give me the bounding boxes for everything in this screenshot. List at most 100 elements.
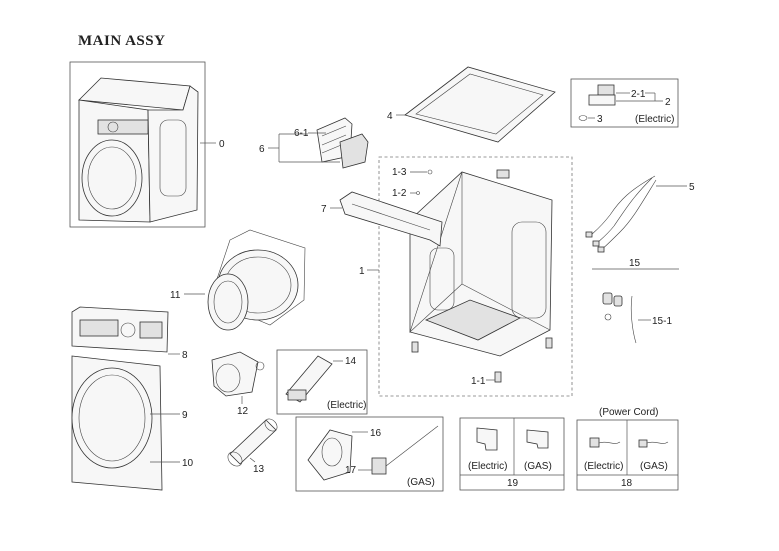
part-18-frame <box>576 419 679 491</box>
dryer-knob <box>107 121 119 133</box>
label-7: 7 <box>321 204 327 215</box>
label-5: 5 <box>689 182 695 193</box>
part-14-frame <box>276 349 368 415</box>
heater-terminal <box>287 389 307 401</box>
cabinet-foot-right <box>545 337 553 349</box>
label-19-electric: (Electric) <box>468 461 507 472</box>
label-2-variant: (Electric) <box>635 114 674 125</box>
label-9: 9 <box>182 410 188 421</box>
front-frame-bar <box>339 191 443 247</box>
label-1-1: 1-1 <box>471 376 486 387</box>
part-1-2-screw <box>416 191 420 195</box>
part-17-valve <box>371 457 387 475</box>
part-1-cabinet-group: 1-3 1-2 1-1 1 <box>359 156 573 397</box>
part-6-group: 6-1 6 <box>259 117 369 169</box>
part-13-duct: 13 <box>227 418 278 475</box>
part-15-fitting <box>602 292 613 305</box>
page-title: MAIN ASSY <box>78 33 166 49</box>
part-9-10-front: 9 10 <box>71 355 194 491</box>
part-5-wire-harness: 5 <box>585 175 695 253</box>
label-1-3: 1-3 <box>392 167 407 178</box>
part-12-blower: 12 <box>211 351 265 417</box>
part-2-1-block <box>597 84 615 96</box>
cabinet-base-plate <box>424 299 521 341</box>
label-19-gas: (GAS) <box>524 461 552 472</box>
label-1: 1 <box>359 266 365 277</box>
part-15-washer <box>604 313 612 321</box>
part-1-1-foot <box>494 371 502 383</box>
label-0: 0 <box>219 139 225 150</box>
label-8: 8 <box>182 350 188 361</box>
part-15-group: 15 15-1 <box>592 258 679 344</box>
part-11-drum: 11 <box>170 229 306 331</box>
part-14-group: 14 (Electric) <box>276 349 368 415</box>
blower-wheel <box>215 363 241 393</box>
part-19-frame <box>459 417 565 491</box>
part-1-3-screw <box>427 169 433 175</box>
part-6-bracket <box>339 133 369 169</box>
part-19-group: (Electric) (GAS) 19 <box>459 417 565 491</box>
label-16: 16 <box>370 428 382 439</box>
label-13: 13 <box>253 464 265 475</box>
part-2-strip <box>588 94 616 106</box>
dryer-control-panel <box>97 119 149 135</box>
label-1-2: 1-2 <box>392 188 407 199</box>
label-14: 14 <box>345 356 357 367</box>
part-16-frame <box>295 416 444 492</box>
part-8-control-panel: 8 <box>71 306 188 361</box>
label-6-1: 6-1 <box>294 128 309 139</box>
label-16-variant: (GAS) <box>407 477 435 488</box>
harness-wire-a <box>589 175 656 237</box>
part-18-group: (Power Cord) (Electric) (GAS) 18 <box>576 407 679 491</box>
gas-tube <box>385 425 439 467</box>
label-2: 2 <box>665 97 671 108</box>
duct-body <box>229 419 277 465</box>
label-19: 19 <box>507 478 519 489</box>
dryer-side-panel <box>147 85 199 223</box>
label-15-1: 15-1 <box>652 316 672 327</box>
part-18-plug-electric <box>589 437 600 448</box>
dryer-door <box>81 139 143 217</box>
label-18: 18 <box>621 478 633 489</box>
cabinet-side-emboss <box>511 221 547 319</box>
part-9-door <box>71 367 153 469</box>
label-18-gas: (GAS) <box>640 461 668 472</box>
part-2-frame <box>570 78 679 128</box>
label-11: 11 <box>170 290 181 301</box>
label-4: 4 <box>387 111 393 122</box>
label-18-electric: (Electric) <box>584 461 623 472</box>
part-0-frame <box>69 61 206 228</box>
label-12: 12 <box>237 406 249 417</box>
part-1-3-clip <box>496 169 510 179</box>
top-cover-panel <box>404 66 556 143</box>
part-7-front-frame: 7 <box>321 191 443 247</box>
blower-housing <box>211 351 259 397</box>
part-16-burner <box>307 429 353 481</box>
label-18-header: (Power Cord) <box>599 407 658 418</box>
dryer-side-emboss <box>159 119 187 197</box>
label-17: 17 <box>345 465 357 476</box>
part-0-dryer-assembly: 0 <box>69 61 225 228</box>
control-panel-display <box>79 319 119 337</box>
part-1-dashed-frame <box>378 156 573 397</box>
part-19-bracket-electric <box>476 427 498 451</box>
part-18-plug-gas <box>638 439 648 448</box>
drum-front-ring <box>207 273 249 331</box>
label-6: 6 <box>259 144 265 155</box>
part-4-top-cover: 4 <box>387 66 556 143</box>
part-3-washer <box>578 115 588 121</box>
part-19-bracket-gas <box>526 429 549 449</box>
label-14-variant: (Electric) <box>327 400 366 411</box>
label-15: 15 <box>629 258 641 269</box>
label-10: 10 <box>182 458 194 469</box>
harness-connector <box>585 231 593 238</box>
part-2-3-group: 2-1 2 3 (Electric) <box>570 78 679 128</box>
label-2-1: 2-1 <box>631 89 646 100</box>
part-15-1-hose <box>630 295 637 344</box>
cabinet-foot-left <box>411 341 419 353</box>
label-3: 3 <box>597 114 603 125</box>
part-16-17-group: 16 17 (GAS) <box>295 416 444 492</box>
control-panel-body <box>71 306 169 353</box>
